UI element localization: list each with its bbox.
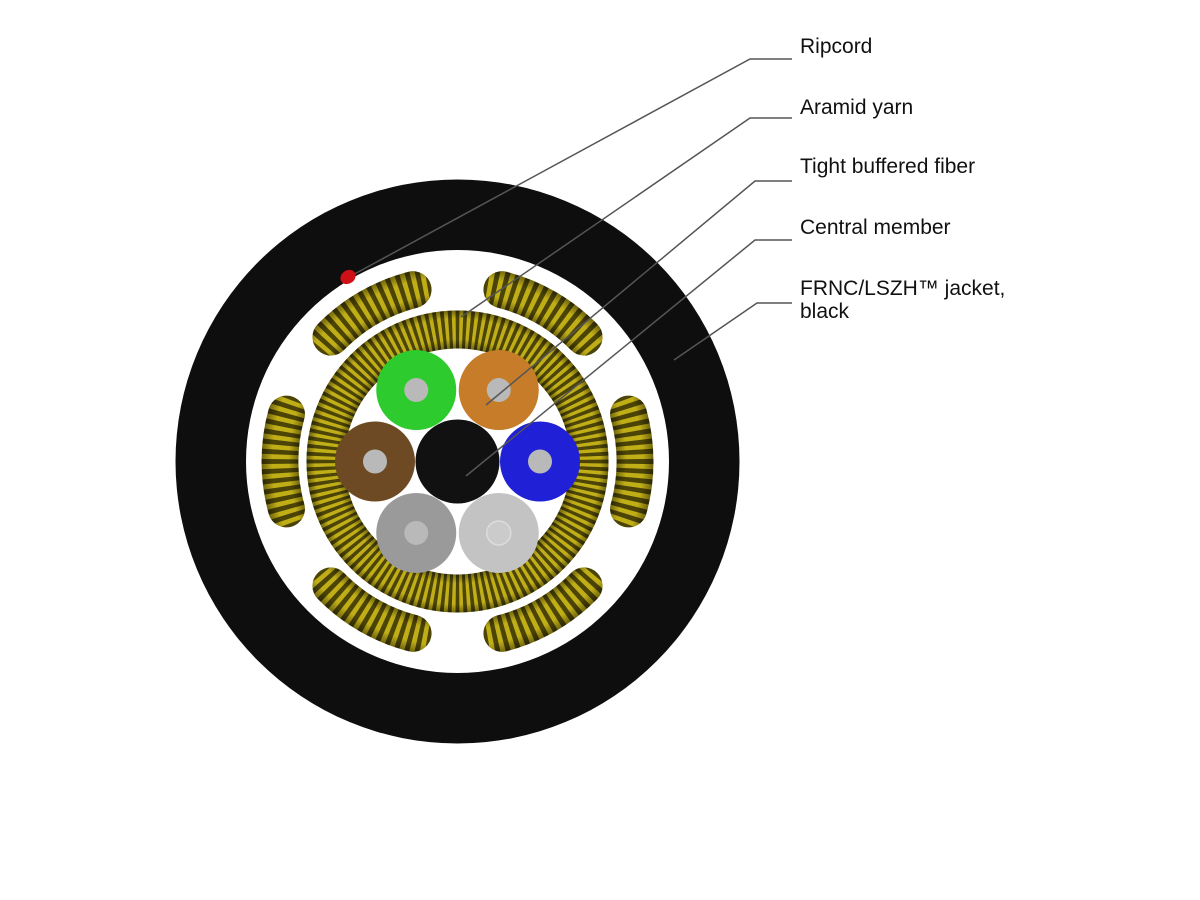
label-central-member: Central member (800, 216, 951, 239)
fiber-core-silver (486, 520, 512, 546)
label-aramid-yarn: Aramid yarn (800, 96, 914, 119)
leader-line-jacket (673, 302, 792, 361)
ripcord-dot (340, 269, 356, 285)
aramid-yarn-outer-arcs (241, 245, 674, 678)
fiber-core-brown (363, 449, 387, 474)
leader-line-central (465, 239, 792, 477)
leader-line-ripcord (348, 58, 792, 278)
label-tight-buffered-fiber: Tight buffered fiber (800, 155, 976, 178)
fiber-core-green (404, 378, 429, 403)
fiber-core-orange (486, 378, 511, 403)
central-member (415, 419, 500, 504)
label-jacket-line1: FRNC/LSZH™ jacket, (800, 277, 1006, 300)
fiber-core-blue (528, 449, 552, 474)
label-ripcord: Ripcord (800, 35, 873, 58)
label-jacket-line2: black (800, 300, 850, 323)
leader-line-tight (485, 180, 792, 406)
fiber-core-gray (404, 520, 429, 545)
label-jacket: FRNC/LSZH™ jacket, black (800, 277, 1005, 323)
leader-line-aramid (460, 117, 792, 318)
